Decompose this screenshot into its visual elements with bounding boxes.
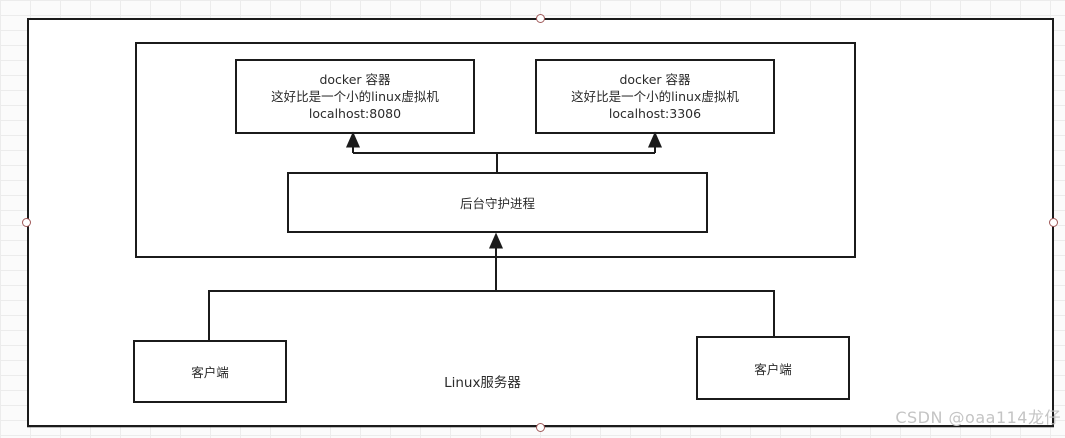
client-label: 客户端 <box>754 361 792 377</box>
docker-container-8080-shape[interactable]: docker 容器 这好比是一个小的linux虚拟机 localhost:808… <box>235 59 475 134</box>
container-address: localhost:8080 <box>308 106 402 121</box>
container-title: docker 容器 <box>319 72 391 87</box>
docker-container-3306-shape[interactable]: docker 容器 这好比是一个小的linux虚拟机 localhost:330… <box>535 59 775 134</box>
csdn-watermark: CSDN @oaa114龙仔 <box>895 408 1061 427</box>
selection-handle-top[interactable] <box>536 14 545 23</box>
container-subtitle: 这好比是一个小的linux虚拟机 <box>571 89 739 104</box>
selection-handle-bottom[interactable] <box>536 423 545 432</box>
selection-handle-right[interactable] <box>1049 218 1058 227</box>
container-title: docker 容器 <box>619 72 691 87</box>
client-label: 客户端 <box>191 365 229 380</box>
client-right-shape[interactable]: 客户端 <box>696 336 850 400</box>
daemon-label: 后台守护进程 <box>459 196 535 211</box>
container-address: localhost:3306 <box>608 106 702 121</box>
linux-server-label: Linux服务器 <box>444 375 521 391</box>
container-subtitle: 这好比是一个小的linux虚拟机 <box>271 89 439 104</box>
selection-handle-left[interactable] <box>22 218 31 227</box>
daemon-process-shape[interactable]: 后台守护进程 <box>287 172 708 233</box>
client-left-shape[interactable]: 客户端 <box>133 340 287 403</box>
